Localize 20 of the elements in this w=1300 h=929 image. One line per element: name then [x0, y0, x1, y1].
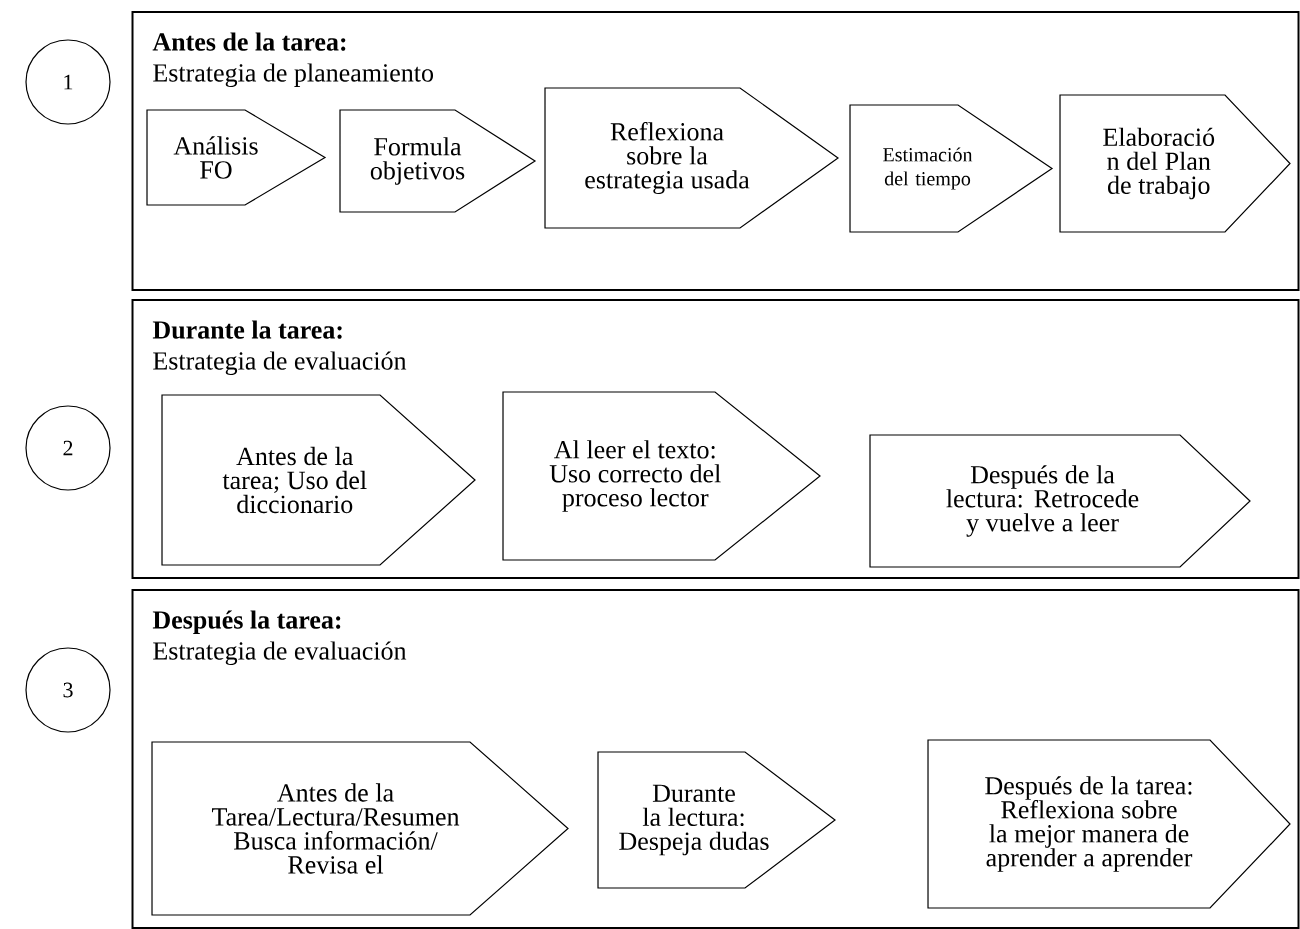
chevron-box: Durante la lectura: Despeja dudas: [597, 751, 836, 889]
chevron-box: Elaboració n del Plan de trabajo: [1059, 94, 1291, 233]
panel-box: [131, 589, 1300, 929]
chevron-box: Antes de la Tarea/Lectura/Resumen Busca información/ Revisa el: [151, 741, 569, 916]
panel-heading: Después la tarea:: [152, 610, 341, 634]
panel-heading: Durante la tarea:: [152, 320, 342, 339]
panel-subtitle: Estrategia de evaluación: [153, 351, 407, 376]
chevron-box: Análisis FO: [146, 109, 327, 206]
panel-subtitle: Estrategia de planeamiento: [153, 63, 433, 88]
chevron-box: Antes de la tarea; Uso del diccionario: [161, 394, 476, 566]
chevron-box: Formula objetivos: [339, 109, 537, 213]
panel-box: [131, 299, 1300, 579]
chevron-box: Al leer el texto: Uso correcto del proceso lector: [502, 391, 821, 561]
panel-box: [131, 11, 1300, 291]
chevron-box: Después de la lectura: Retrocede y vuelve a leer: [869, 434, 1251, 568]
chevron-box: Estimación del tiempo: [849, 104, 1054, 233]
chevron-box: Después de la tarea: Reflexiona sobre la mejor manera de aprender a aprender: [927, 739, 1291, 909]
chevron-box: Reflexiona sobre la estrategia usada: [544, 87, 840, 229]
panel-heading: Antes de la tarea:: [152, 32, 346, 51]
panel-subtitle: Estrategia de evaluación: [153, 641, 407, 666]
